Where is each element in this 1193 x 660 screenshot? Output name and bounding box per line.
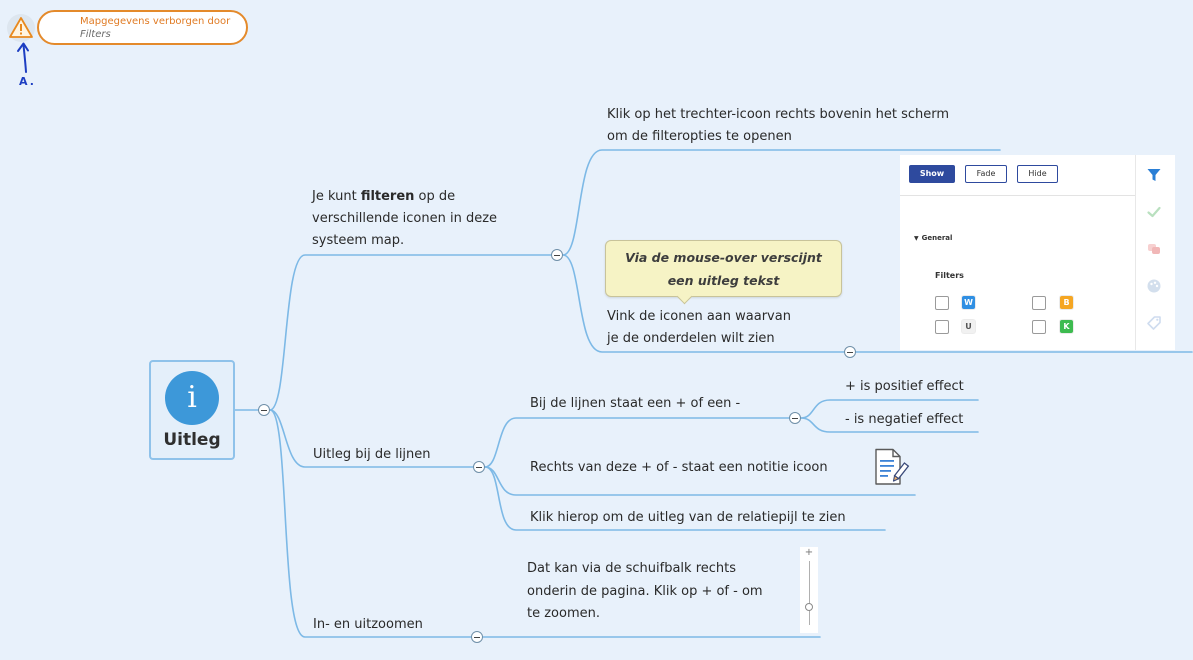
topic-relation-arrow[interactable]: Klik hierop om de uitleg van de relatiep… xyxy=(530,510,846,525)
notice-title: Mapgegevens verborgen door xyxy=(80,16,231,27)
filter-badge-w: W xyxy=(962,296,975,309)
tooltip-text: Via de mouse-over verscijnt een uitleg t… xyxy=(625,250,822,288)
topic-note[interactable]: Rechts van deze + of - staat een notitie… xyxy=(530,460,828,475)
zoom-in-icon[interactable]: + xyxy=(804,547,814,558)
branch-line-sign xyxy=(484,417,790,468)
zoom-slider-track[interactable] xyxy=(808,561,810,625)
collapse-button-center[interactable] xyxy=(258,404,270,416)
filter-checkbox-k[interactable] xyxy=(1032,320,1046,334)
annotation-label: A. xyxy=(19,75,36,88)
topic-negative-effect[interactable]: - is negatief effect xyxy=(845,412,964,427)
topic-positive-effect[interactable]: + is positief effect xyxy=(845,379,964,394)
warning-icon[interactable] xyxy=(6,13,36,43)
tag-icon[interactable] xyxy=(1146,315,1162,331)
mouseover-tooltip: Via de mouse-over verscijnt een uitleg t… xyxy=(605,240,842,305)
zoom-slider-thumb[interactable] xyxy=(805,603,813,611)
branch-line-tick-icons xyxy=(562,254,845,353)
topic-slider[interactable]: Dat kan via de schuifbalk rechts onderin… xyxy=(527,561,763,621)
filter-show-button[interactable]: Show xyxy=(909,165,955,183)
branch-line-zoom xyxy=(269,409,472,638)
palette-icon[interactable] xyxy=(1146,278,1162,294)
collapse-button-zoom[interactable] xyxy=(471,631,483,643)
topic-tick-icons[interactable]: Vink de iconen aan waarvan je de onderde… xyxy=(607,309,791,346)
branch-line-relation xyxy=(484,466,886,531)
filter-hide-button[interactable]: Hide xyxy=(1017,165,1058,183)
filter-checkbox-w[interactable] xyxy=(935,296,949,310)
collapse-button-tick-icons[interactable] xyxy=(844,346,856,358)
filter-section-general[interactable]: ▼General xyxy=(914,233,952,244)
filter-checkbox-u[interactable] xyxy=(935,320,949,334)
branch-line-open-filter xyxy=(562,149,1001,256)
hidden-data-notice[interactable]: Mapgegevens verborgen door Filters xyxy=(37,10,248,45)
topic-filter-text-before: Je kunt xyxy=(312,189,361,204)
branch-line-lines xyxy=(269,409,474,468)
hand-drawn-arrow-icon xyxy=(17,42,29,73)
central-topic-label: Uitleg xyxy=(163,430,221,450)
filter-badge-b: B xyxy=(1060,296,1073,309)
collapse-button-lines[interactable] xyxy=(473,461,485,473)
collapse-button-filter[interactable] xyxy=(551,249,563,261)
filter-fade-button[interactable]: Fade xyxy=(965,165,1007,183)
zoom-slider[interactable]: + xyxy=(800,547,818,633)
triangle-down-icon: ▼ xyxy=(914,235,919,242)
notice-subtitle: Filters xyxy=(80,29,111,40)
topic-lines[interactable]: Uitleg bij de lijnen xyxy=(313,447,431,462)
topic-zoom[interactable]: In- en uitzoomen xyxy=(313,617,423,632)
funnel-icon[interactable] xyxy=(1146,167,1162,183)
filter-heading: Filters xyxy=(935,271,964,280)
filter-panel-sidebar-separator xyxy=(1135,155,1136,350)
filter-section-label: General xyxy=(921,234,953,242)
info-icon: i xyxy=(165,371,219,425)
branch-line-filter xyxy=(269,254,552,411)
branch-line-positive xyxy=(800,399,979,419)
filter-checkbox-b[interactable] xyxy=(1032,296,1046,310)
topic-open-filter[interactable]: Klik op het trechter-icoon rechts boveni… xyxy=(607,107,950,144)
branch-line-negative xyxy=(800,417,979,433)
topic-sign[interactable]: Bij de lijnen staat een + of een - xyxy=(530,396,741,411)
filter-badge-k: K xyxy=(1060,320,1073,333)
filter-panel: Show Fade Hide ▼General Filters W B U K xyxy=(900,155,1175,350)
note-icon[interactable] xyxy=(872,447,910,487)
branch-line-group xyxy=(234,149,1193,638)
topic-filter-text-after: op de verschillende iconen in deze syste… xyxy=(312,189,498,248)
topic-filter[interactable]: Je kunt filteren op de verschillende ico… xyxy=(312,186,497,252)
topic-filter-text-bold: filteren xyxy=(360,189,415,204)
info-icon-glyph: i xyxy=(187,380,197,415)
tags-icon[interactable] xyxy=(1146,241,1162,257)
filter-panel-divider xyxy=(900,195,1135,196)
warning-icon-graphic xyxy=(7,14,35,42)
collapse-button-sign[interactable] xyxy=(789,412,801,424)
filter-badge-u: U xyxy=(962,320,975,333)
check-icon[interactable] xyxy=(1146,204,1162,220)
central-topic[interactable]: i Uitleg xyxy=(149,360,235,460)
